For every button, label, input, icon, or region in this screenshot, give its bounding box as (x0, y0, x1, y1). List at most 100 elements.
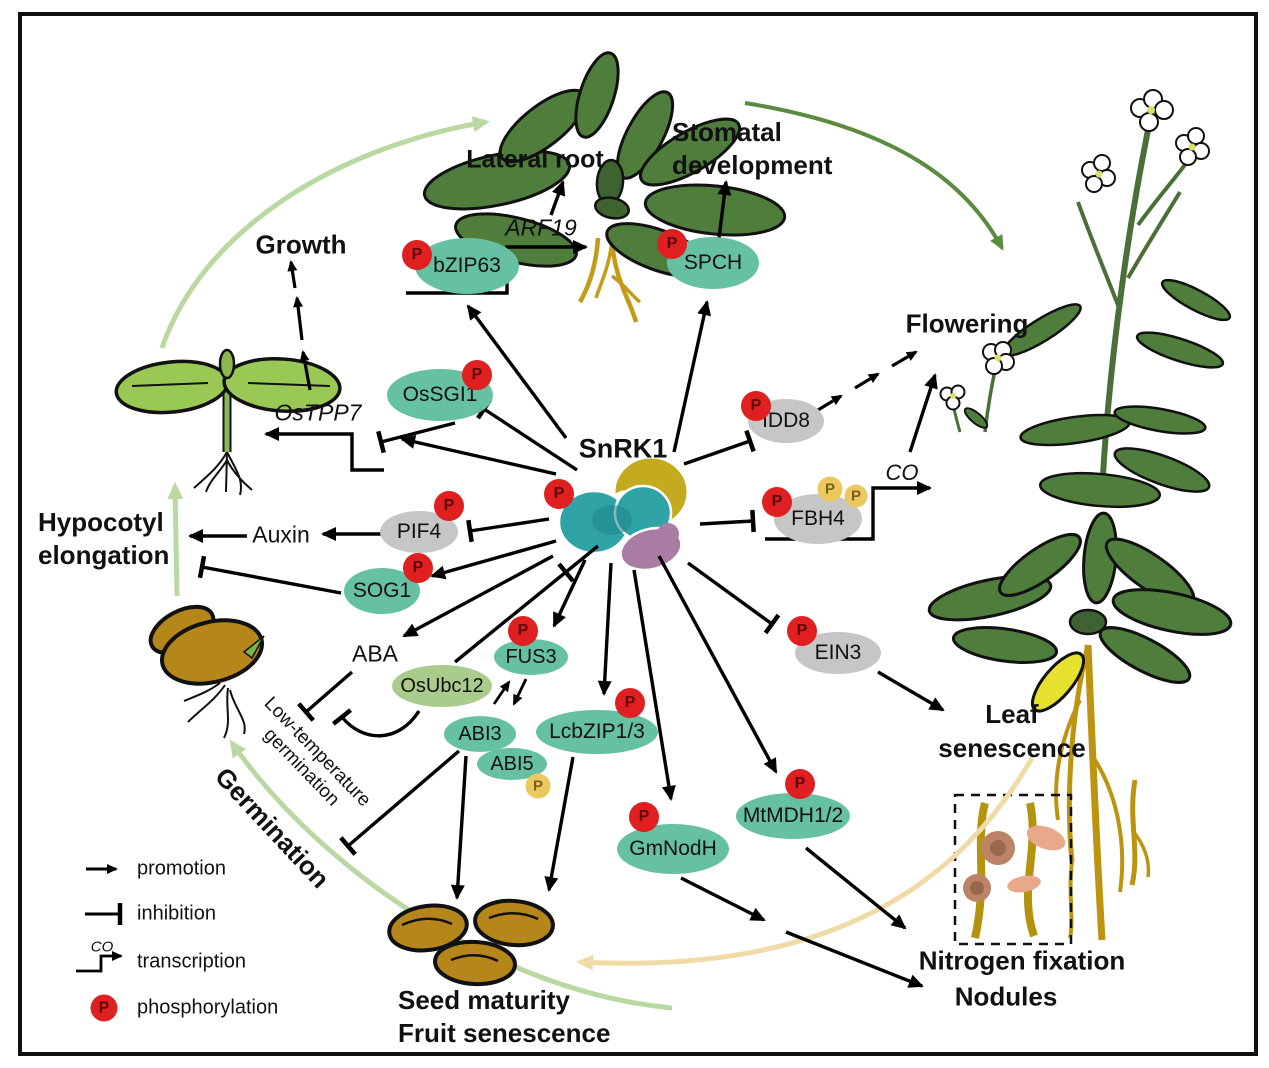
dashed-arrow-growth-3 (287, 260, 298, 289)
dashed-arrow-idd8-flowering-3 (891, 350, 918, 368)
gene-label-co: CO (885, 460, 919, 485)
line-snrk1-osubc12 (453, 544, 600, 664)
gene-label-ostpp7: OsTPP7 (274, 399, 362, 426)
phospho-badge-bzip63: P (402, 240, 432, 270)
phospho-badge-fbh4: P (762, 487, 792, 517)
phospho-badge-idd8: P (741, 391, 771, 421)
node-mtmdh12: MtMDH1/2 (736, 793, 850, 839)
phospho-badge-lcbzip13: P (615, 688, 645, 718)
phospho-badge-mtmdh12: P (785, 769, 815, 799)
tbar-snrk1-pif4 (466, 517, 550, 543)
label-stomatal-development: Stomatal development (672, 116, 832, 182)
seedling-plant (114, 348, 342, 496)
arrow-snrk1-bzip63 (466, 304, 568, 440)
phospho-badge-snrk1: P (544, 479, 574, 509)
arrow-arf19-lateral-root (549, 180, 566, 216)
growth-arc-lightgreen (159, 116, 490, 597)
dashed-arrow-growth-2 (293, 296, 304, 341)
root-nodule-pink (1026, 825, 1066, 851)
label-hypocotyl-elongation: Hypocotyl elongation (38, 506, 169, 572)
tbar-aba-lowtemp (297, 670, 354, 722)
arrow-mtmdh12-nitrogen (804, 846, 907, 930)
phospho-badge-sog1: P (403, 553, 433, 583)
snrk1-title: SnRK1 (578, 433, 668, 464)
label-stomatal-line2: development (672, 150, 833, 180)
pathway-connectors (188, 180, 945, 988)
phospho-badge-fbh4-yellow-1: P (817, 476, 843, 502)
legend-phospho-badge: P (90, 994, 118, 1022)
tbar-sog1-hypocotyl (197, 555, 342, 595)
label-lateral-root: Lateral root (466, 145, 604, 174)
tbar-abi3-germination (339, 749, 461, 856)
arrow-lcbzip13-seeds (544, 756, 575, 892)
tbar-snrk1-ein3 (687, 561, 781, 635)
label-leaf-line1: Leaf (985, 699, 1039, 729)
development-arc-darkgreen (744, 101, 1004, 251)
label-nodules: Nodules (954, 981, 1058, 1012)
arrow-snrk1-lcbzip13 (597, 562, 613, 696)
yellow-senescing-leaf (1030, 651, 1086, 713)
phospho-badge-fus3: P (508, 616, 538, 646)
phospho-badge-ossgi1: P (462, 360, 492, 390)
small-flowers-near-flowering (939, 341, 1015, 433)
tbar-snrk1-fbh4 (699, 509, 756, 533)
node-gmnodh: GmNodH (617, 824, 729, 874)
node-osubc12: OsUbc12 (392, 665, 492, 707)
figure-border (18, 12, 1258, 1056)
legend-transcription-arrow (76, 951, 123, 973)
arrow-abi3-seeds (450, 755, 468, 900)
label-leaf-senescence: Leaf senescence (938, 697, 1085, 765)
legend-phosphorylation-label: phosphorylation (137, 996, 279, 1019)
mature-seeds (387, 898, 555, 987)
legend-inhibition-label: inhibition (137, 902, 216, 925)
arrow-snrk1-spch (672, 300, 712, 453)
phospho-badge-pif4: P (434, 491, 464, 521)
node-lcbzip13: LcbZIP1/3 (536, 710, 658, 754)
legend-transcription-label: transcription (137, 950, 246, 973)
legend-symbols (76, 864, 123, 973)
phospho-badge-gmnodh: P (629, 802, 659, 832)
tbar-osubc12-lowtemp (332, 708, 421, 738)
phospho-badge-spch: P (657, 229, 687, 259)
arrow-gmnodh-nodules-b (785, 930, 924, 988)
label-seed-maturity: Seed maturity (398, 985, 570, 1015)
label-growth: Growth (255, 229, 347, 260)
label-aba: ABA (351, 640, 399, 667)
label-hypocotyl-line2: elongation (38, 540, 170, 570)
nodule-inset-box (953, 793, 1073, 946)
phospho-badge-ein3: P (787, 616, 817, 646)
label-flowering: Flowering (905, 308, 1029, 339)
tbar-snrk1-ossgi1 (476, 398, 578, 472)
label-seed-maturity-fruit: Seed maturity Fruit senescence (398, 984, 610, 1050)
phospho-badge-fbh4-yellow-2: P (844, 484, 868, 508)
germinating-seed (148, 604, 265, 739)
arrow-ein3-leaf-senescence (877, 670, 945, 712)
arrow-snrk1-aba (402, 554, 554, 638)
snrk1-complex (557, 455, 690, 572)
dashed-arrow-idd8-flowering-2 (854, 372, 880, 390)
dashed-arrow-growth-1 (299, 350, 312, 391)
label-nitrogen-fixation: Nitrogen fixation (918, 945, 1126, 976)
arrow-spch-stomatal (717, 180, 732, 239)
arrow-snrk1-fus3 (552, 559, 587, 628)
root-nodule-pink (1007, 875, 1041, 893)
label-auxin: Auxin (252, 521, 310, 548)
arrow-co-flowering (908, 373, 938, 453)
arrow-snrk1-gmnodh (632, 569, 676, 801)
tbar-ossgi1-ostpp7 (376, 421, 456, 454)
label-hypocotyl-line1: Hypocotyl (38, 507, 164, 537)
arrow-snrk1-sog1 (430, 539, 557, 580)
arrow-abi3-fus3 (492, 680, 511, 705)
gene-label-arf19: ARF19 (505, 214, 577, 241)
tbar-tick-snrk1-abi3 (557, 562, 575, 583)
arrow-fus3-abi3 (512, 678, 528, 706)
node-abi3: ABI3 (444, 716, 516, 752)
phospho-badge-abi5-yellow: P (525, 773, 551, 799)
label-leaf-line2: senescence (938, 733, 1086, 763)
arrow-gmnodh-nodules-a (680, 876, 766, 922)
node-bzip63: bZIP63 (415, 238, 519, 294)
arrow-snrk1-ostpp7 (400, 435, 557, 476)
dashed-arrow-idd8-flowering-1 (817, 394, 843, 412)
